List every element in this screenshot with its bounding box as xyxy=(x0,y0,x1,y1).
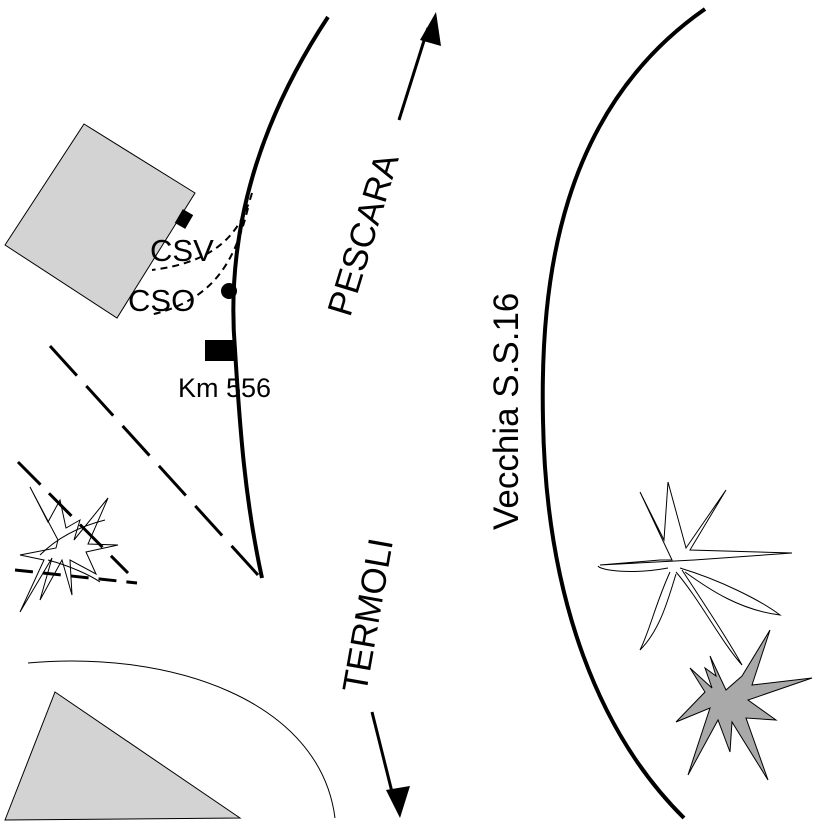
old-road xyxy=(540,7,707,820)
building-north xyxy=(4,123,196,319)
cso-label: CSO xyxy=(128,283,195,318)
pescara-label: PESCARA xyxy=(320,148,406,320)
km-marker-icon xyxy=(205,340,235,361)
termoli-label: TERMOLI xyxy=(335,535,400,695)
station-dot-icon xyxy=(221,283,237,299)
field-boundary-line xyxy=(27,660,336,819)
junction-line-short xyxy=(16,460,130,575)
double-arrow-icon xyxy=(370,12,441,818)
csv-marker xyxy=(174,209,194,229)
plant-icon xyxy=(19,486,119,613)
km-label: Km 556 xyxy=(178,373,271,403)
main-road xyxy=(231,15,330,579)
plant-icon xyxy=(597,481,793,666)
building-south xyxy=(4,691,242,821)
plant-icon xyxy=(675,629,813,781)
old-road-label: Vecchia S.S.16 xyxy=(487,293,526,530)
junction-line-bottom xyxy=(14,568,138,585)
csv-connection-dashed xyxy=(151,192,253,271)
cso-connection-dashed xyxy=(149,207,249,316)
csv-label: CSV xyxy=(150,233,214,268)
